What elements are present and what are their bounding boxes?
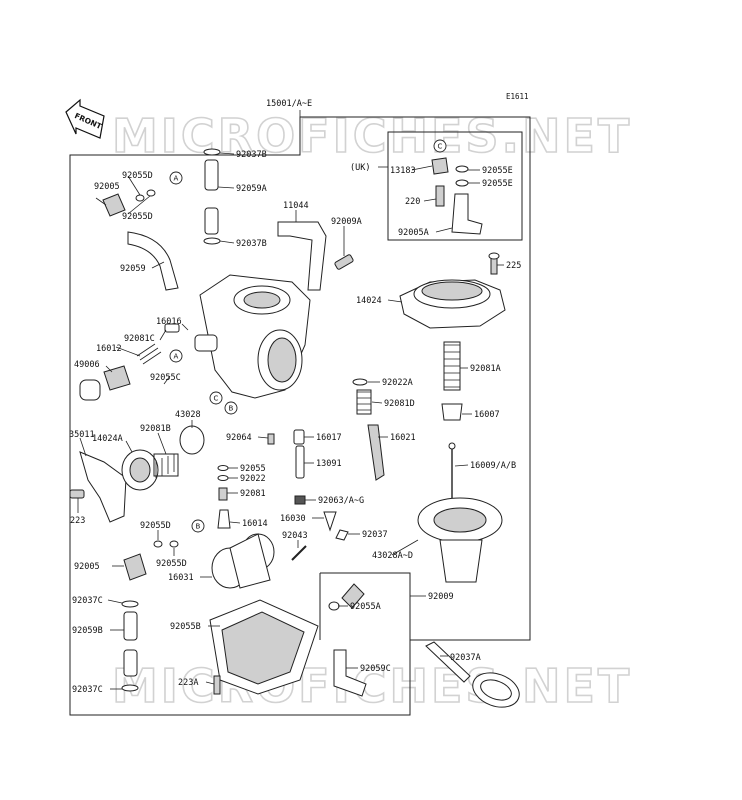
label-92037: 92037 bbox=[362, 530, 388, 540]
label-49006: 49006 bbox=[74, 360, 100, 370]
label-220: 220 bbox=[405, 197, 420, 207]
label-11044: 11044 bbox=[283, 201, 309, 211]
label-16021: 16021 bbox=[390, 433, 416, 443]
label-16014: 16014 bbox=[242, 519, 268, 529]
label-16012: 16012 bbox=[96, 344, 122, 354]
label-16017: 16017 bbox=[316, 433, 342, 443]
label-16030: 16030 bbox=[280, 514, 306, 524]
label-92081A: 92081A bbox=[470, 364, 501, 374]
assembly-frame bbox=[69, 116, 531, 716]
svg-text:A: A bbox=[174, 175, 179, 183]
callout-c-uk bbox=[433, 139, 447, 153]
label-35011: 35011 bbox=[69, 430, 95, 440]
label-92055B: 92055B bbox=[170, 622, 201, 632]
label-92059C: 92059C bbox=[360, 664, 391, 674]
watermark-bottom: MICROFICHES.NET bbox=[112, 659, 632, 713]
svg-text:C: C bbox=[438, 143, 443, 151]
label-92055C: 92055C bbox=[150, 373, 181, 383]
label-92037C-b: 92037C bbox=[72, 685, 103, 695]
jet-subframe bbox=[320, 572, 411, 640]
label-225: 225 bbox=[506, 261, 521, 271]
label-92043: 92043 bbox=[282, 531, 308, 541]
label-16007: 16007 bbox=[474, 410, 500, 420]
front-arrow-icon: FRONT bbox=[65, 98, 105, 139]
label-92063: 92063/A~G bbox=[318, 496, 364, 506]
top-cover bbox=[399, 279, 506, 329]
label-223A: 223A bbox=[178, 678, 198, 688]
label-16016: 16016 bbox=[156, 317, 182, 327]
label-92055D-a: 92055D bbox=[122, 171, 153, 181]
label-92037B-mid: 92037B bbox=[236, 239, 267, 249]
label-92055E-a: 92055E bbox=[482, 166, 513, 176]
label-92005A: 92005A bbox=[398, 228, 429, 238]
throttle-slide bbox=[417, 497, 503, 583]
carburetor-body bbox=[194, 274, 311, 399]
callout-b-lower bbox=[191, 519, 205, 533]
callout-a-top bbox=[169, 171, 183, 185]
label-14024: 14024 bbox=[356, 296, 382, 306]
label-13183: 13183 bbox=[390, 166, 416, 176]
svg-text:B: B bbox=[196, 523, 201, 531]
label-92037C-a: 92037C bbox=[72, 596, 103, 606]
label-92009: 92009 bbox=[428, 592, 454, 602]
uk-label: (UK) bbox=[350, 163, 370, 173]
float-bowl bbox=[209, 599, 319, 695]
label-16009: 16009/A/B bbox=[470, 461, 516, 471]
label-43028A-D: 43028A~D bbox=[372, 551, 413, 561]
svg-text:A: A bbox=[174, 353, 179, 361]
assembly-label: 15001/A~E bbox=[266, 99, 312, 109]
label-92081C: 92081C bbox=[124, 334, 155, 344]
label-92081: 92081 bbox=[240, 489, 266, 499]
label-43028: 43028 bbox=[175, 410, 201, 420]
label-92037B-top: 92037B bbox=[236, 150, 267, 160]
callout-c-mid bbox=[209, 391, 223, 405]
label-92064: 92064 bbox=[226, 433, 252, 443]
svg-text:C: C bbox=[214, 395, 219, 403]
label-13091: 13091 bbox=[316, 459, 342, 469]
label-223: 223 bbox=[70, 516, 85, 526]
label-92059B: 92059B bbox=[72, 626, 103, 636]
callout-a-mid bbox=[169, 349, 183, 363]
label-92055: 92055 bbox=[240, 464, 266, 474]
label-92037A: 92037A bbox=[450, 653, 481, 663]
float bbox=[211, 533, 275, 589]
label-92081B: 92081B bbox=[140, 424, 171, 434]
label-92005: 92005 bbox=[94, 182, 120, 192]
label-92055D-b: 92055D bbox=[122, 212, 153, 222]
diagram-code: E1611 bbox=[506, 92, 529, 101]
label-92055D-c: 92055D bbox=[140, 521, 171, 531]
label-14024A: 14024A bbox=[92, 434, 123, 444]
callout-b-mid bbox=[224, 401, 238, 415]
label-92081D: 92081D bbox=[384, 399, 415, 409]
label-92022: 92022 bbox=[240, 474, 266, 484]
label-92022A: 92022A bbox=[382, 378, 413, 388]
label-92055E-b: 92055E bbox=[482, 179, 513, 189]
label-92005-b: 92005 bbox=[74, 562, 100, 572]
svg-text:B: B bbox=[229, 405, 234, 413]
label-92055D-d: 92055D bbox=[156, 559, 187, 569]
label-92059: 92059 bbox=[120, 264, 146, 274]
leader-lines bbox=[77, 152, 504, 690]
label-92009A: 92009A bbox=[331, 217, 362, 227]
label-92055A: 92055A bbox=[350, 602, 381, 612]
label-16031: 16031 bbox=[168, 573, 194, 583]
part-labels: 92037B 92059A 92037B 92055D 92005 92055D… bbox=[69, 150, 521, 695]
uk-subframe bbox=[387, 131, 523, 241]
label-92059A: 92059A bbox=[236, 184, 267, 194]
